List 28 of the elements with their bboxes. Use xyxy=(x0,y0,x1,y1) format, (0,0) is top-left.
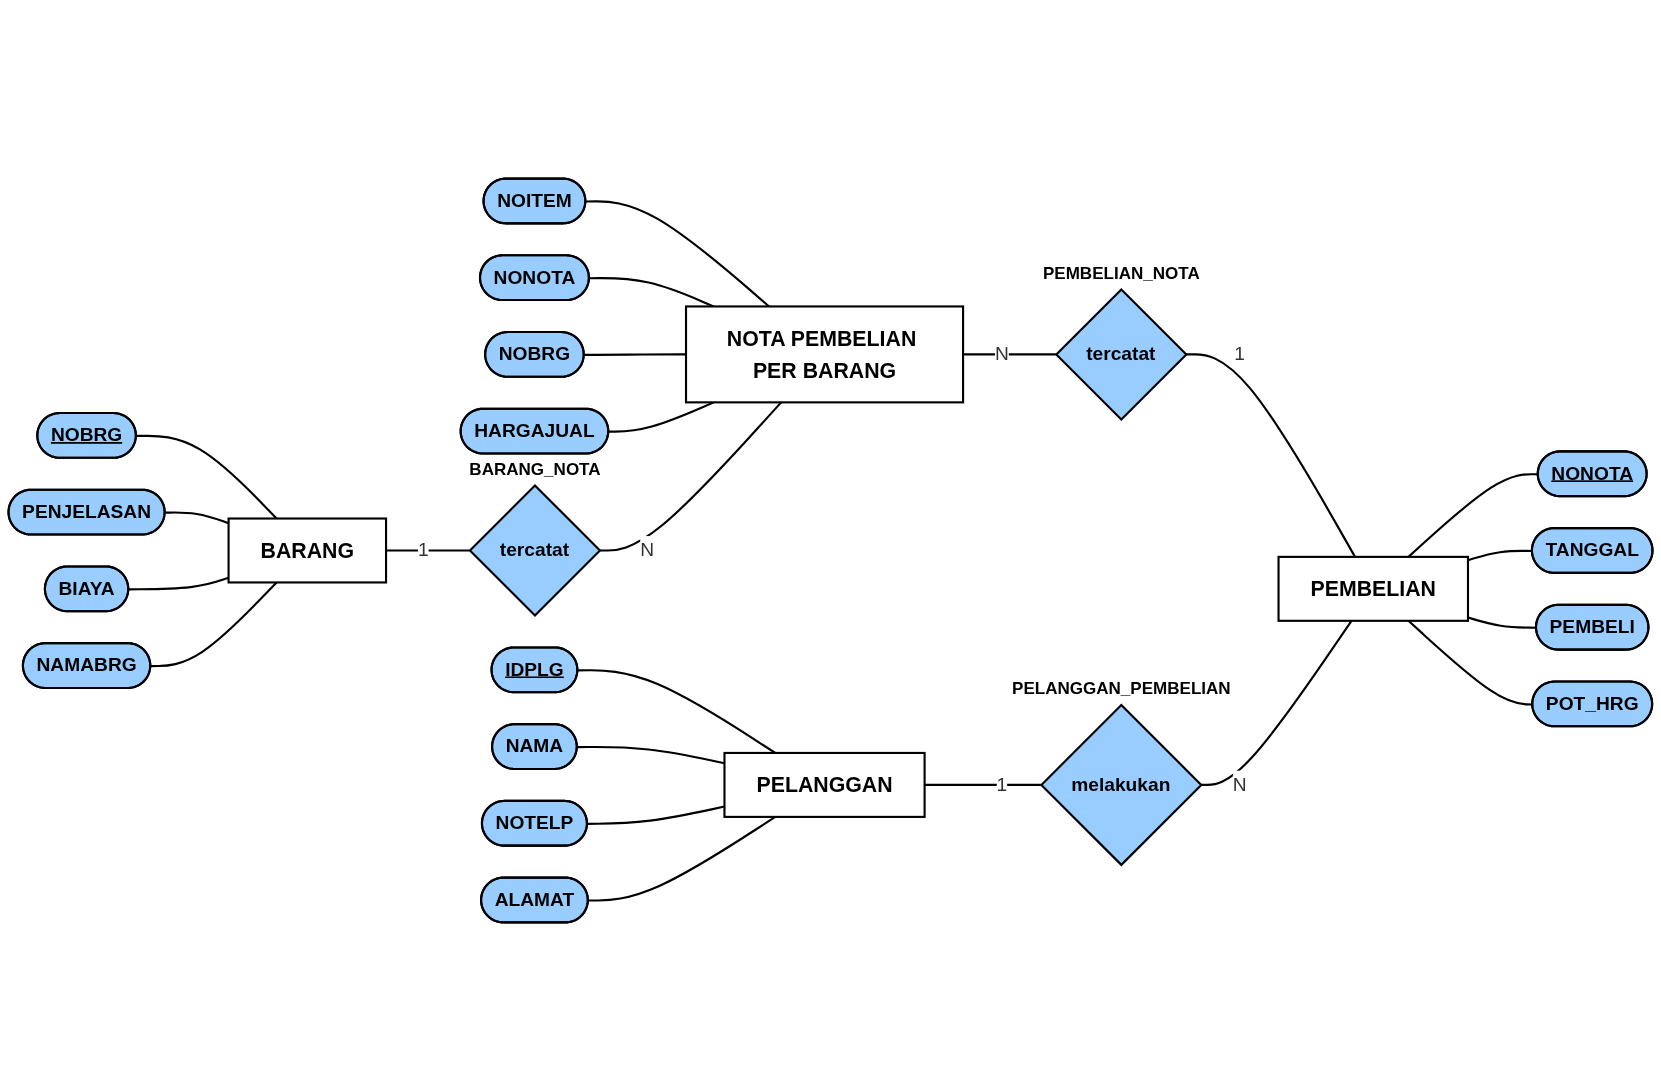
connector xyxy=(128,576,229,591)
relationship-name: PEMBELIAN_NOTA xyxy=(1042,263,1200,283)
connector xyxy=(1467,616,1537,629)
node-diamond: tercatat xyxy=(1054,287,1188,421)
node-box: NOTA PEMBELIAN PER BARANG xyxy=(684,305,965,404)
node-diamond: melakukan xyxy=(1039,703,1203,867)
connector xyxy=(587,805,725,825)
connector xyxy=(963,353,1056,356)
connector xyxy=(165,511,229,525)
node-box: PELANGGAN xyxy=(723,751,926,818)
connector xyxy=(1407,620,1533,706)
relationship-name: BARANG_NOTA xyxy=(469,459,601,479)
edge-label: N xyxy=(640,539,655,561)
connector xyxy=(577,745,725,765)
edge-label: 1 xyxy=(418,539,429,561)
connector xyxy=(386,549,470,552)
edge-label: 1 xyxy=(996,773,1008,796)
relationship-name: PELANGGAN_PEMBELIAN xyxy=(1012,679,1231,699)
connector xyxy=(584,353,686,356)
connector xyxy=(588,816,776,902)
connector xyxy=(1200,620,1353,786)
node-box: PEMBELIAN xyxy=(1277,555,1470,622)
edge-label: N xyxy=(995,343,1009,365)
edge-label: 1 xyxy=(1234,343,1245,365)
edge-label: N xyxy=(1232,773,1247,796)
connector xyxy=(924,783,1041,786)
node-diamond: tercatat xyxy=(468,483,602,617)
node-box: BARANG xyxy=(227,517,388,584)
